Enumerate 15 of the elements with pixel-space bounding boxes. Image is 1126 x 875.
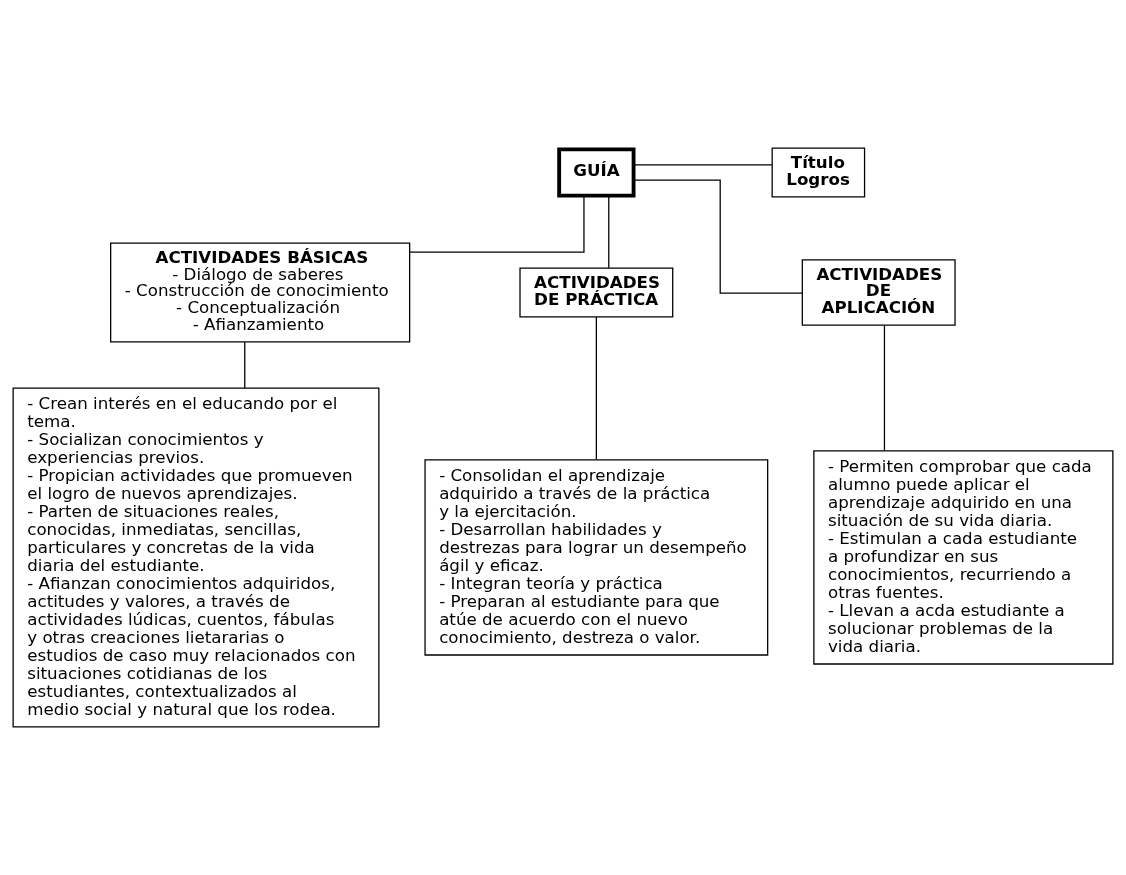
node-box: ACTIVIDADES DE PRÁCTICA (519, 267, 674, 318)
connector (409, 195, 585, 253)
node-box: - Crean interés en el educando por el tema. - Socializan conocimientos y experiencias previos. - Propician actividades que promueven el logro de nuevos aprendizajes. - Parten de situaciones reales, conocidas, inmediatas, sencillas, particulares y concretas de la vida diaria del estudiante. - Afianzan conocimientos adquiridos, actitudes y valores, a través de actividades lúdicas, cuentos, fábulas y otras creaciones lietararias o estudios de caso muy relacionados con situaciones cotidianas de los estudiantes, contextualizados al medio social y natural que los rodea. (12, 387, 380, 728)
node-box: ACTIVIDADES DE APLICACIÓN (801, 259, 956, 326)
connector (608, 195, 610, 269)
node-box: - Permiten comprobar que cada alumno puede aplicar el aprendizaje adquirido en una situación de su vida diaria. - Estimulan a cada estudiante a profundizar en sus conocimientos, recurriendo a otras fuentes. - Llevan a acda estudiante a solucionar problemas de la vida diaria. (813, 450, 1114, 665)
node-box: GUÍA (557, 147, 636, 198)
node-box: Título Logros (771, 147, 866, 198)
node-box: - Consolidan el aprendizaje adquirido a través de la práctica y la ejercitación. - Desarrollan habilidades y destrezas para lograr un desempeño ágil y eficaz. - Integran teoría y práctica - Preparan al estudiante para que atúe de acuerdo con el nuevo conocimiento, destreza o valor. (424, 459, 769, 656)
node-box: ACTIVIDADES BÁSICAS - Diálogo de saberes - Construcción de conocimiento - Conceptualización - Afianzamiento (110, 242, 411, 343)
connector (595, 316, 597, 460)
connector (633, 179, 803, 294)
connector (633, 164, 773, 166)
connector (244, 341, 246, 389)
connector (883, 324, 886, 452)
